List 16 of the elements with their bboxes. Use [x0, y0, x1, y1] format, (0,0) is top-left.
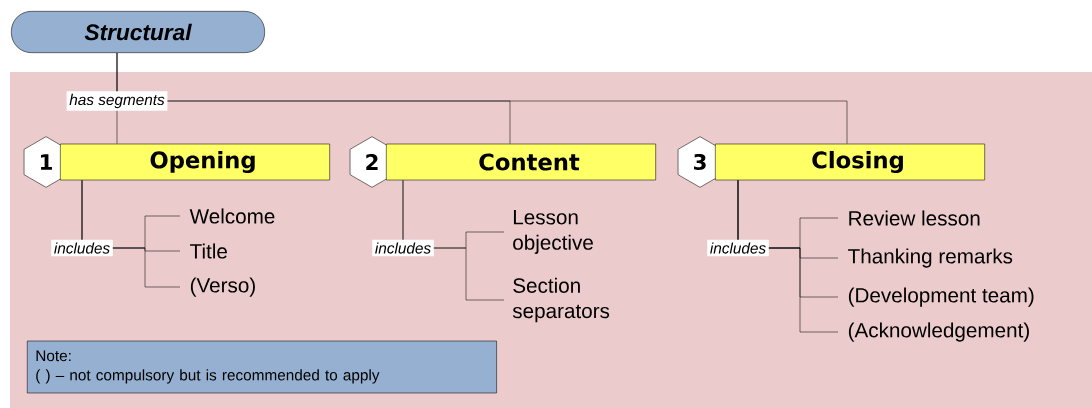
connector-line [116, 52, 848, 144]
segment-bar: Opening [60, 143, 330, 181]
item-text: Thanking remarks [848, 248, 1013, 268]
item-text: Title [190, 243, 227, 259]
item-text: Review lesson [849, 210, 980, 226]
item-text: Section separators [512, 277, 610, 323]
item-text: Lesson objective [513, 210, 593, 254]
note-box: Note: ( ) – not compulsory but is recommended to apply [27, 340, 497, 394]
segment-bar: Closing [715, 143, 985, 181]
item-text: (Development team) [848, 287, 1034, 307]
title-pill: Structural [11, 11, 265, 53]
item-text: (Verso) [190, 277, 255, 297]
item-text: (Acknowledgement) [848, 322, 1029, 342]
item-text: Welcome [189, 208, 275, 224]
segment-bar: Content [386, 143, 656, 181]
edge-label: has segments [66, 91, 168, 111]
